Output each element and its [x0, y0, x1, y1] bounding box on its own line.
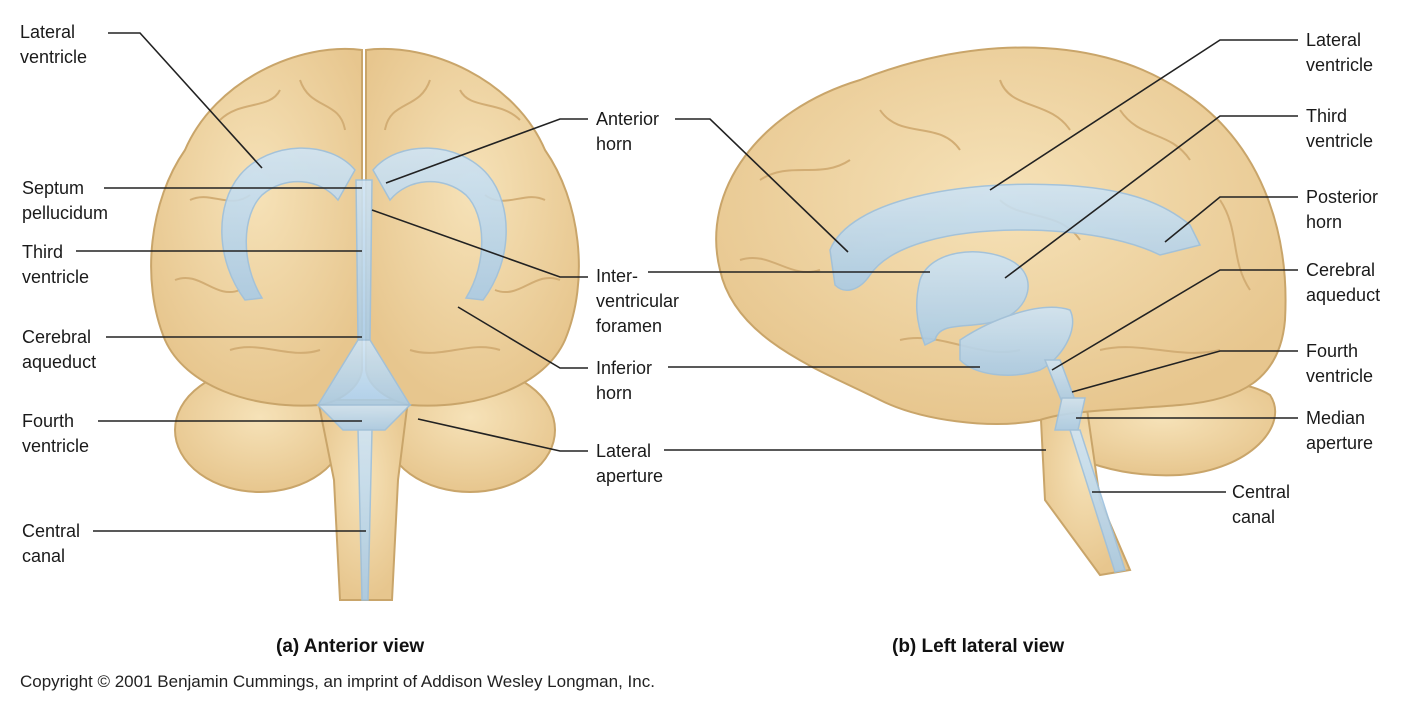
label-third-ventricle-lateral: Third ventricle: [1306, 106, 1374, 151]
label-fourth-ventricle-lateral: Fourth ventricle: [1306, 341, 1374, 386]
anterior-ventricles: [221, 147, 507, 601]
leader-inferior-horn-a: [457, 306, 588, 369]
label-interventricular-foramen: Inter- ventricular foramen: [596, 266, 680, 336]
leader-lateral-aperture-a: [417, 418, 588, 452]
leader-cerebral-aqueduct-b: [1051, 269, 1298, 371]
label-fourth-ventricle-anterior: Fourth ventricle: [22, 411, 90, 456]
label-third-ventricle-anterior: Third ventricle: [22, 242, 90, 287]
lateral-brain: [715, 46, 1287, 577]
leader-anterior-horn: [385, 118, 588, 184]
leader-posterior-horn: [1164, 196, 1298, 243]
left-hemisphere: [150, 48, 363, 407]
leader-lateral-ventricle-b: [989, 39, 1298, 191]
anterior-brain: [150, 48, 580, 601]
caption-lateral-view: (b) Left lateral view: [892, 636, 1065, 657]
label-lateral-ventricle-lateral: Lateral ventricle: [1306, 30, 1374, 75]
cerebrum-lateral: [715, 46, 1287, 425]
label-median-aperture: Median aperture: [1306, 408, 1374, 453]
right-hemisphere: [365, 48, 580, 407]
label-cerebral-aqueduct-anterior: Cerebral aqueduct: [22, 327, 97, 372]
gyri-anterior: [174, 79, 561, 354]
leader-anterior-horn-b: [675, 118, 849, 253]
leader-interventricular-a: [371, 209, 588, 278]
label-lateral-aperture: Lateral aperture: [596, 441, 664, 486]
label-cerebral-aqueduct-lateral: Cerebral aqueduct: [1306, 260, 1381, 305]
label-inferior-horn: Inferior horn: [596, 358, 653, 403]
leader-lateral-ventricle-a: [108, 32, 263, 169]
label-posterior-horn: Posterior horn: [1306, 187, 1379, 232]
label-central-canal-lateral: Central canal: [1232, 482, 1291, 527]
label-septum-pellucidum: Septum pellucidum: [22, 178, 109, 223]
label-central-canal-anterior: Central canal: [22, 521, 81, 566]
leader-third-ventricle-b: [1004, 115, 1298, 279]
lateral-ventricles: [829, 183, 1202, 573]
label-anterior-horn: Anterior horn: [596, 109, 660, 154]
caption-anterior-view: (a) Anterior view: [276, 636, 425, 657]
label-lateral-ventricle-anterior: Lateral ventricle: [20, 22, 88, 67]
leader-lines: [76, 32, 1298, 532]
leader-fourth-ventricle-b: [1071, 350, 1298, 393]
copyright-notice: Copyright © 2001 Benjamin Cummings, an i…: [20, 672, 655, 691]
